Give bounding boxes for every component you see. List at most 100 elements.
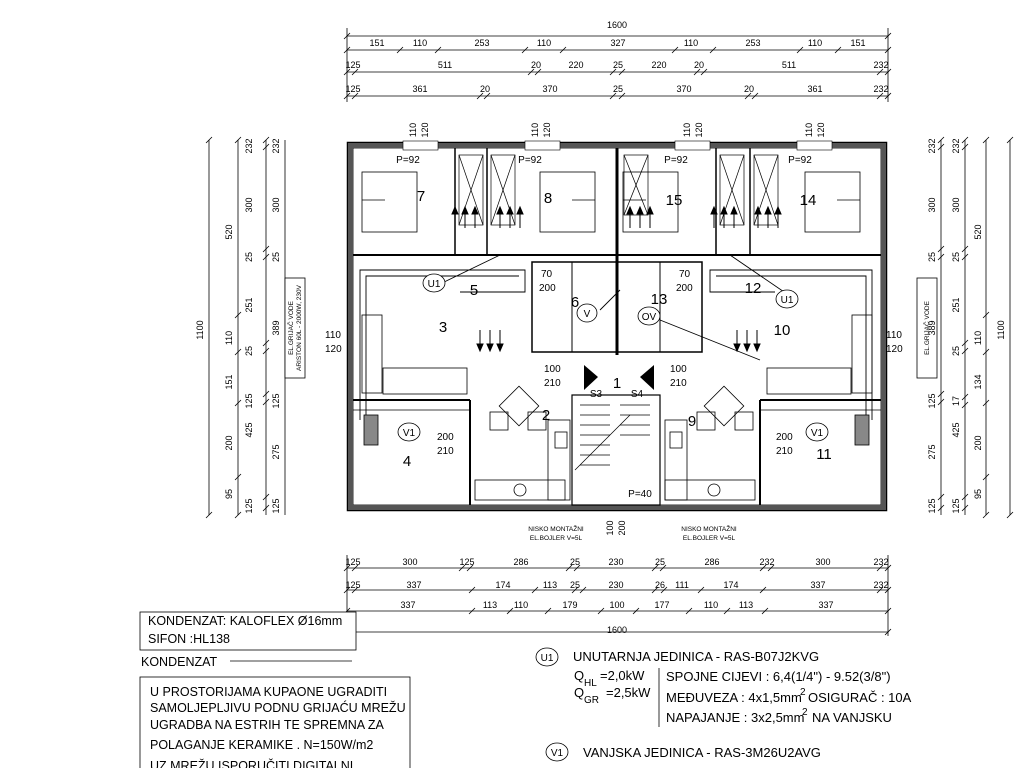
dim-label: 95: [224, 489, 234, 499]
dim-label: 251: [951, 297, 961, 312]
na-vanjsku: NA VANJSKU: [812, 710, 892, 725]
dim-label: 337: [810, 580, 825, 590]
floor-heating-note: U PROSTORIJAMA KUPAONE UGRADITI SAMOLJEP…: [139, 676, 411, 768]
room-number: 11: [816, 446, 832, 463]
radiator-power-label: P=40: [628, 489, 652, 500]
dim-label: 232: [873, 84, 888, 94]
dim-label: 511: [438, 60, 452, 70]
boiler-note-line1: NISKO MONTAŽNI: [528, 524, 584, 533]
floor-note-line: POLAGANJE KERAMIKE . N=150W/m2: [150, 738, 373, 752]
s3-tag: S3: [590, 389, 603, 400]
window-dim-b: 120: [542, 122, 552, 137]
v1-title: VANJSKA JEDINICA - RAS-3M26U2AVG: [583, 745, 821, 760]
dim-label: 300: [271, 197, 281, 212]
dim-label: 20: [694, 60, 704, 70]
dim-label: 25: [570, 557, 580, 567]
building-walls: [346, 140, 888, 512]
u1-title: UNUTARNJA JEDINICA - RAS-B07J2KVG: [573, 649, 819, 664]
dim-label: 253: [474, 38, 489, 48]
dim-label: 286: [513, 557, 528, 567]
door-dim-a: 110: [325, 330, 341, 341]
napajanje: NAPAJANJE : 3x2,5mm: [666, 710, 804, 725]
door-dim-b: 210: [670, 378, 687, 389]
dim-label: 110: [808, 38, 822, 48]
window-dim-a: 110: [408, 123, 418, 137]
dim-label: 125: [244, 498, 254, 513]
bottom-dimension-values: 125 300 125 286 25 230 25 286 232 300 23…: [345, 557, 888, 635]
dim-label: 110: [704, 600, 718, 610]
door-dim-b: 210: [776, 446, 793, 457]
dim-label: 25: [613, 84, 623, 94]
right-dimension-lines: [937, 136, 1014, 519]
kondenzat-box: KONDENZAT: KALOFLEX Ø16mm SIFON :HL138: [139, 611, 357, 651]
dim-label: 425: [951, 422, 961, 437]
dim-label: 200: [224, 435, 234, 450]
dim-label: 232: [244, 138, 254, 153]
dim-label: 251: [244, 297, 254, 312]
dim-label: 110: [514, 600, 528, 610]
dim-label: 125: [459, 557, 474, 567]
dim-label: 113: [483, 600, 497, 610]
ventilation-symbol: [576, 303, 598, 323]
outdoor-unit-symbol: [805, 422, 829, 442]
unit-symbol-labels: U1 U1 V1 V1 V OV S3 S4: [403, 279, 824, 439]
dim-label: 95: [973, 489, 983, 499]
u1-tag: U1: [781, 295, 794, 306]
v1-tag: V1: [811, 428, 824, 439]
kondenzat-line2: SIFON :HL138: [148, 632, 230, 646]
v-tag: V: [584, 309, 591, 320]
dim-label: 125: [271, 498, 281, 513]
s4-tag: S4: [631, 389, 644, 400]
door-dim-a: 110: [886, 330, 902, 341]
radiator-power-label: P=92: [396, 155, 420, 166]
dim-label: 389: [927, 320, 937, 335]
dim-label: 232: [271, 138, 281, 153]
dim-label: 174: [495, 580, 510, 590]
door-dim-a: 100: [544, 364, 561, 375]
dim-label: 275: [927, 444, 937, 459]
dim-label: 232: [873, 557, 888, 567]
room-number: 15: [666, 192, 683, 209]
left-dimension-lines: [205, 136, 286, 519]
ventilation-symbol: [637, 306, 661, 326]
dim-label: 26: [655, 580, 665, 590]
heater-label-line1: EL.GRIJAČ VODE: [286, 300, 295, 354]
dim-label: 327: [610, 38, 625, 48]
kondenzat-label: KONDENZAT: [141, 655, 218, 669]
dim-label: 286: [704, 557, 719, 567]
window-dimension-labels: 110 120 110 120 110 120 110 120: [408, 122, 826, 137]
room-number: 7: [417, 188, 425, 205]
v1-spec: V1 VANJSKA JEDINICA - RAS-3M26U2AVG: [545, 742, 821, 762]
room-numbers: 7 8 15 14 3 5 6 13 12 10 2 1 9 4 11: [403, 188, 832, 470]
dim-label: 230: [608, 557, 623, 567]
entry-dim-b: 200: [617, 520, 627, 535]
dim-label: 232: [927, 138, 937, 153]
dim-label: 125: [345, 557, 360, 567]
q-gr-sub: GR: [584, 695, 599, 706]
radiator-labels: P=92 P=92 P=92 P=92 P=40: [396, 155, 812, 500]
dim-label: 134: [973, 374, 983, 389]
u1-spec: U1 UNUTARNJA JEDINICA - RAS-B07J2KVG Q H…: [535, 647, 912, 727]
v1-tag: V1: [403, 428, 416, 439]
dim-label: 25: [244, 252, 254, 262]
floor-note-line: UZ MREŽU ISPORUČITI DIGITALNI: [150, 758, 353, 768]
dim-label: 151: [369, 38, 384, 48]
dim-label: 511: [782, 60, 796, 70]
heater-label-line1: EL.GRIJAČ VODE: [922, 300, 931, 354]
dim-label: 20: [744, 84, 754, 94]
dim-label: 275: [271, 444, 281, 459]
dim-label: 110: [684, 38, 698, 48]
ac-piping: [359, 254, 873, 420]
dim-label: 110: [224, 331, 234, 345]
dim-label: 370: [542, 84, 557, 94]
dim-label: 17: [951, 396, 961, 406]
unit-symbols: [397, 273, 829, 442]
dim-left-total: 1100: [195, 320, 205, 339]
top-dimension-lines: [343, 28, 892, 102]
room-number: 3: [439, 319, 447, 336]
dim-label: 110: [413, 38, 427, 48]
dim-label: 361: [807, 84, 822, 94]
entry-door-labels: 100 200: [605, 520, 627, 535]
stair-arrows: [584, 365, 654, 390]
